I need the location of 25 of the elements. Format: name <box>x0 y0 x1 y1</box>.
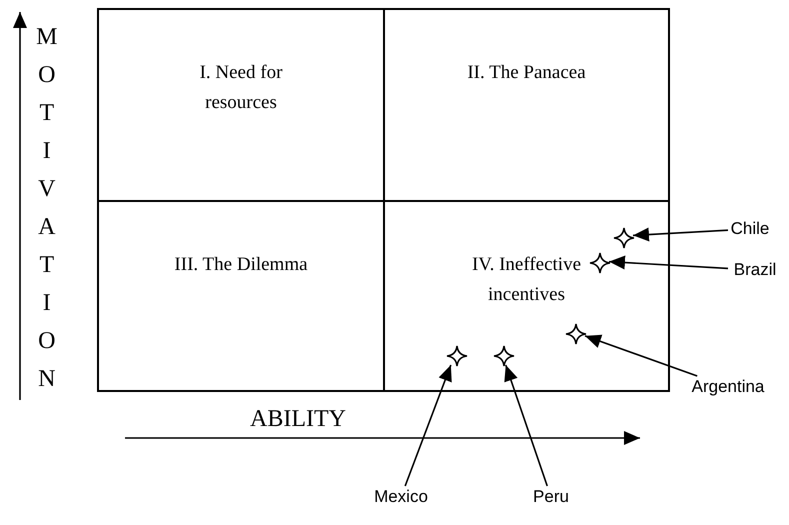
quadrant-box <box>97 200 385 392</box>
arrow <box>608 256 728 270</box>
quadrant-box <box>97 8 385 202</box>
quadrant-label: IV. Ineffective incentives <box>470 253 582 307</box>
star-marker <box>613 227 635 249</box>
axis-label: ABILITY <box>250 405 346 433</box>
country-label: Chile <box>728 218 772 240</box>
axis-label: MOTIVATION <box>36 23 58 394</box>
quadrant-box <box>383 8 670 202</box>
quadrant-box <box>383 200 670 392</box>
quadrant-label: I. Need for resources <box>198 61 284 115</box>
arrow <box>404 364 452 486</box>
arrow <box>504 364 548 486</box>
country-label: Mexico <box>372 486 430 508</box>
country-label: Peru <box>529 486 573 508</box>
star-marker <box>446 345 468 367</box>
quadrant-label: III. The Dilemma <box>174 253 308 277</box>
country-label: Argentina <box>682 376 774 398</box>
quadrant-label: II. The Panacea <box>467 61 586 85</box>
star-marker <box>565 323 587 345</box>
country-label: Brazil <box>728 259 782 281</box>
arrow <box>584 334 698 377</box>
star-marker <box>493 345 515 367</box>
star-marker <box>589 252 611 274</box>
arrow <box>632 228 728 242</box>
